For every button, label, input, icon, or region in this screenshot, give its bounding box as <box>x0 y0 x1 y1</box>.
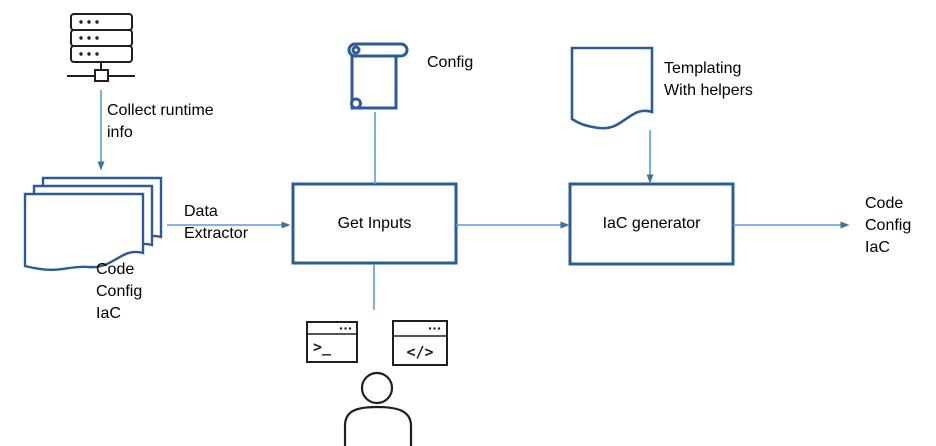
templating-document-icon <box>570 46 654 130</box>
server-icon <box>67 13 135 82</box>
collect-runtime-label: Collect runtime info <box>107 102 214 141</box>
iac-generator-label: IaC generator <box>602 215 701 232</box>
config-label: Config <box>427 54 474 71</box>
person-icon <box>343 371 413 446</box>
document-stack-label: Code Config IaC <box>96 261 143 322</box>
iac-generator-box <box>568 182 735 266</box>
code-glyph: </> <box>406 343 433 361</box>
config-scroll-icon <box>347 42 409 110</box>
code-window-icon: </> <box>392 320 448 366</box>
output-label: Code Config IaC <box>865 195 912 256</box>
get-inputs-label: Get Inputs <box>337 214 412 232</box>
terminal-window-icon: >_ <box>306 321 358 363</box>
document-stack-icon <box>23 176 163 272</box>
templating-label: Templating With helpers <box>664 60 753 99</box>
terminal-glyph: >_ <box>313 338 332 356</box>
get-inputs-box <box>291 182 458 265</box>
data-extractor-label: Data Extractor <box>184 203 249 242</box>
